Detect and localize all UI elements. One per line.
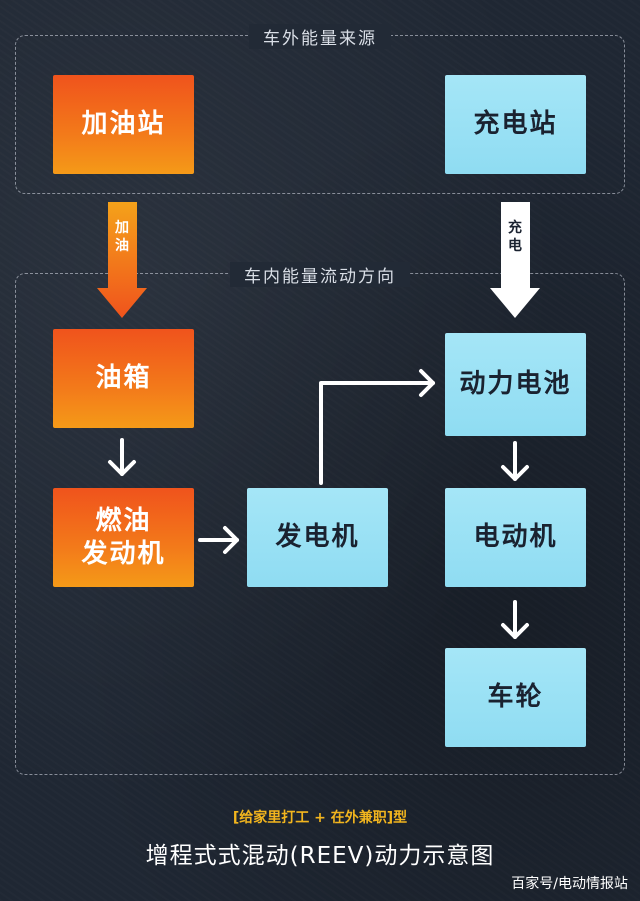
motor-to-wheels-arrow [501, 600, 529, 639]
motor-node: 电动机 [445, 488, 586, 587]
charge-label: 充 电 [508, 220, 522, 254]
type-tag: [给家里打工 + 在外兼职]型 [232, 810, 408, 826]
wheels-label: 车轮 [487, 682, 544, 713]
battery-to-motor-arrow [501, 441, 529, 481]
fuel-engine-node: 燃油 发动机 [53, 488, 194, 587]
refuel-arrow [97, 202, 147, 318]
gas-station-label: 加油站 [81, 109, 166, 140]
generator-to-battery-arrow [319, 369, 435, 485]
charging-station-node: 充电站 [445, 75, 586, 174]
fuel-engine-label: 燃油 发动机 [81, 506, 166, 569]
battery-node: 动力电池 [445, 333, 586, 436]
refuel-label: 加 油 [115, 220, 129, 254]
fuel-tank-label: 油箱 [95, 363, 152, 394]
outside-energy-title: 车外能量来源 [249, 24, 391, 49]
fuel-tank-node: 油箱 [53, 329, 194, 428]
wheels-node: 车轮 [445, 648, 586, 747]
source-watermark: 百家号/电动情报站 [511, 876, 628, 892]
charge-arrow [490, 202, 540, 318]
generator-node: 发电机 [247, 488, 388, 587]
engine-to-generator-arrow [198, 526, 239, 554]
inside-energy-title: 车内能量流动方向 [230, 262, 410, 287]
battery-label: 动力电池 [459, 369, 572, 400]
gas-station-node: 加油站 [53, 75, 194, 174]
diagram-title: 增程式式混动(REEV)动力示意图 [145, 843, 495, 869]
tank-to-engine-arrow [108, 438, 136, 476]
charging-station-label: 充电站 [473, 109, 558, 140]
generator-label: 发电机 [275, 522, 360, 553]
motor-label: 电动机 [473, 522, 558, 553]
